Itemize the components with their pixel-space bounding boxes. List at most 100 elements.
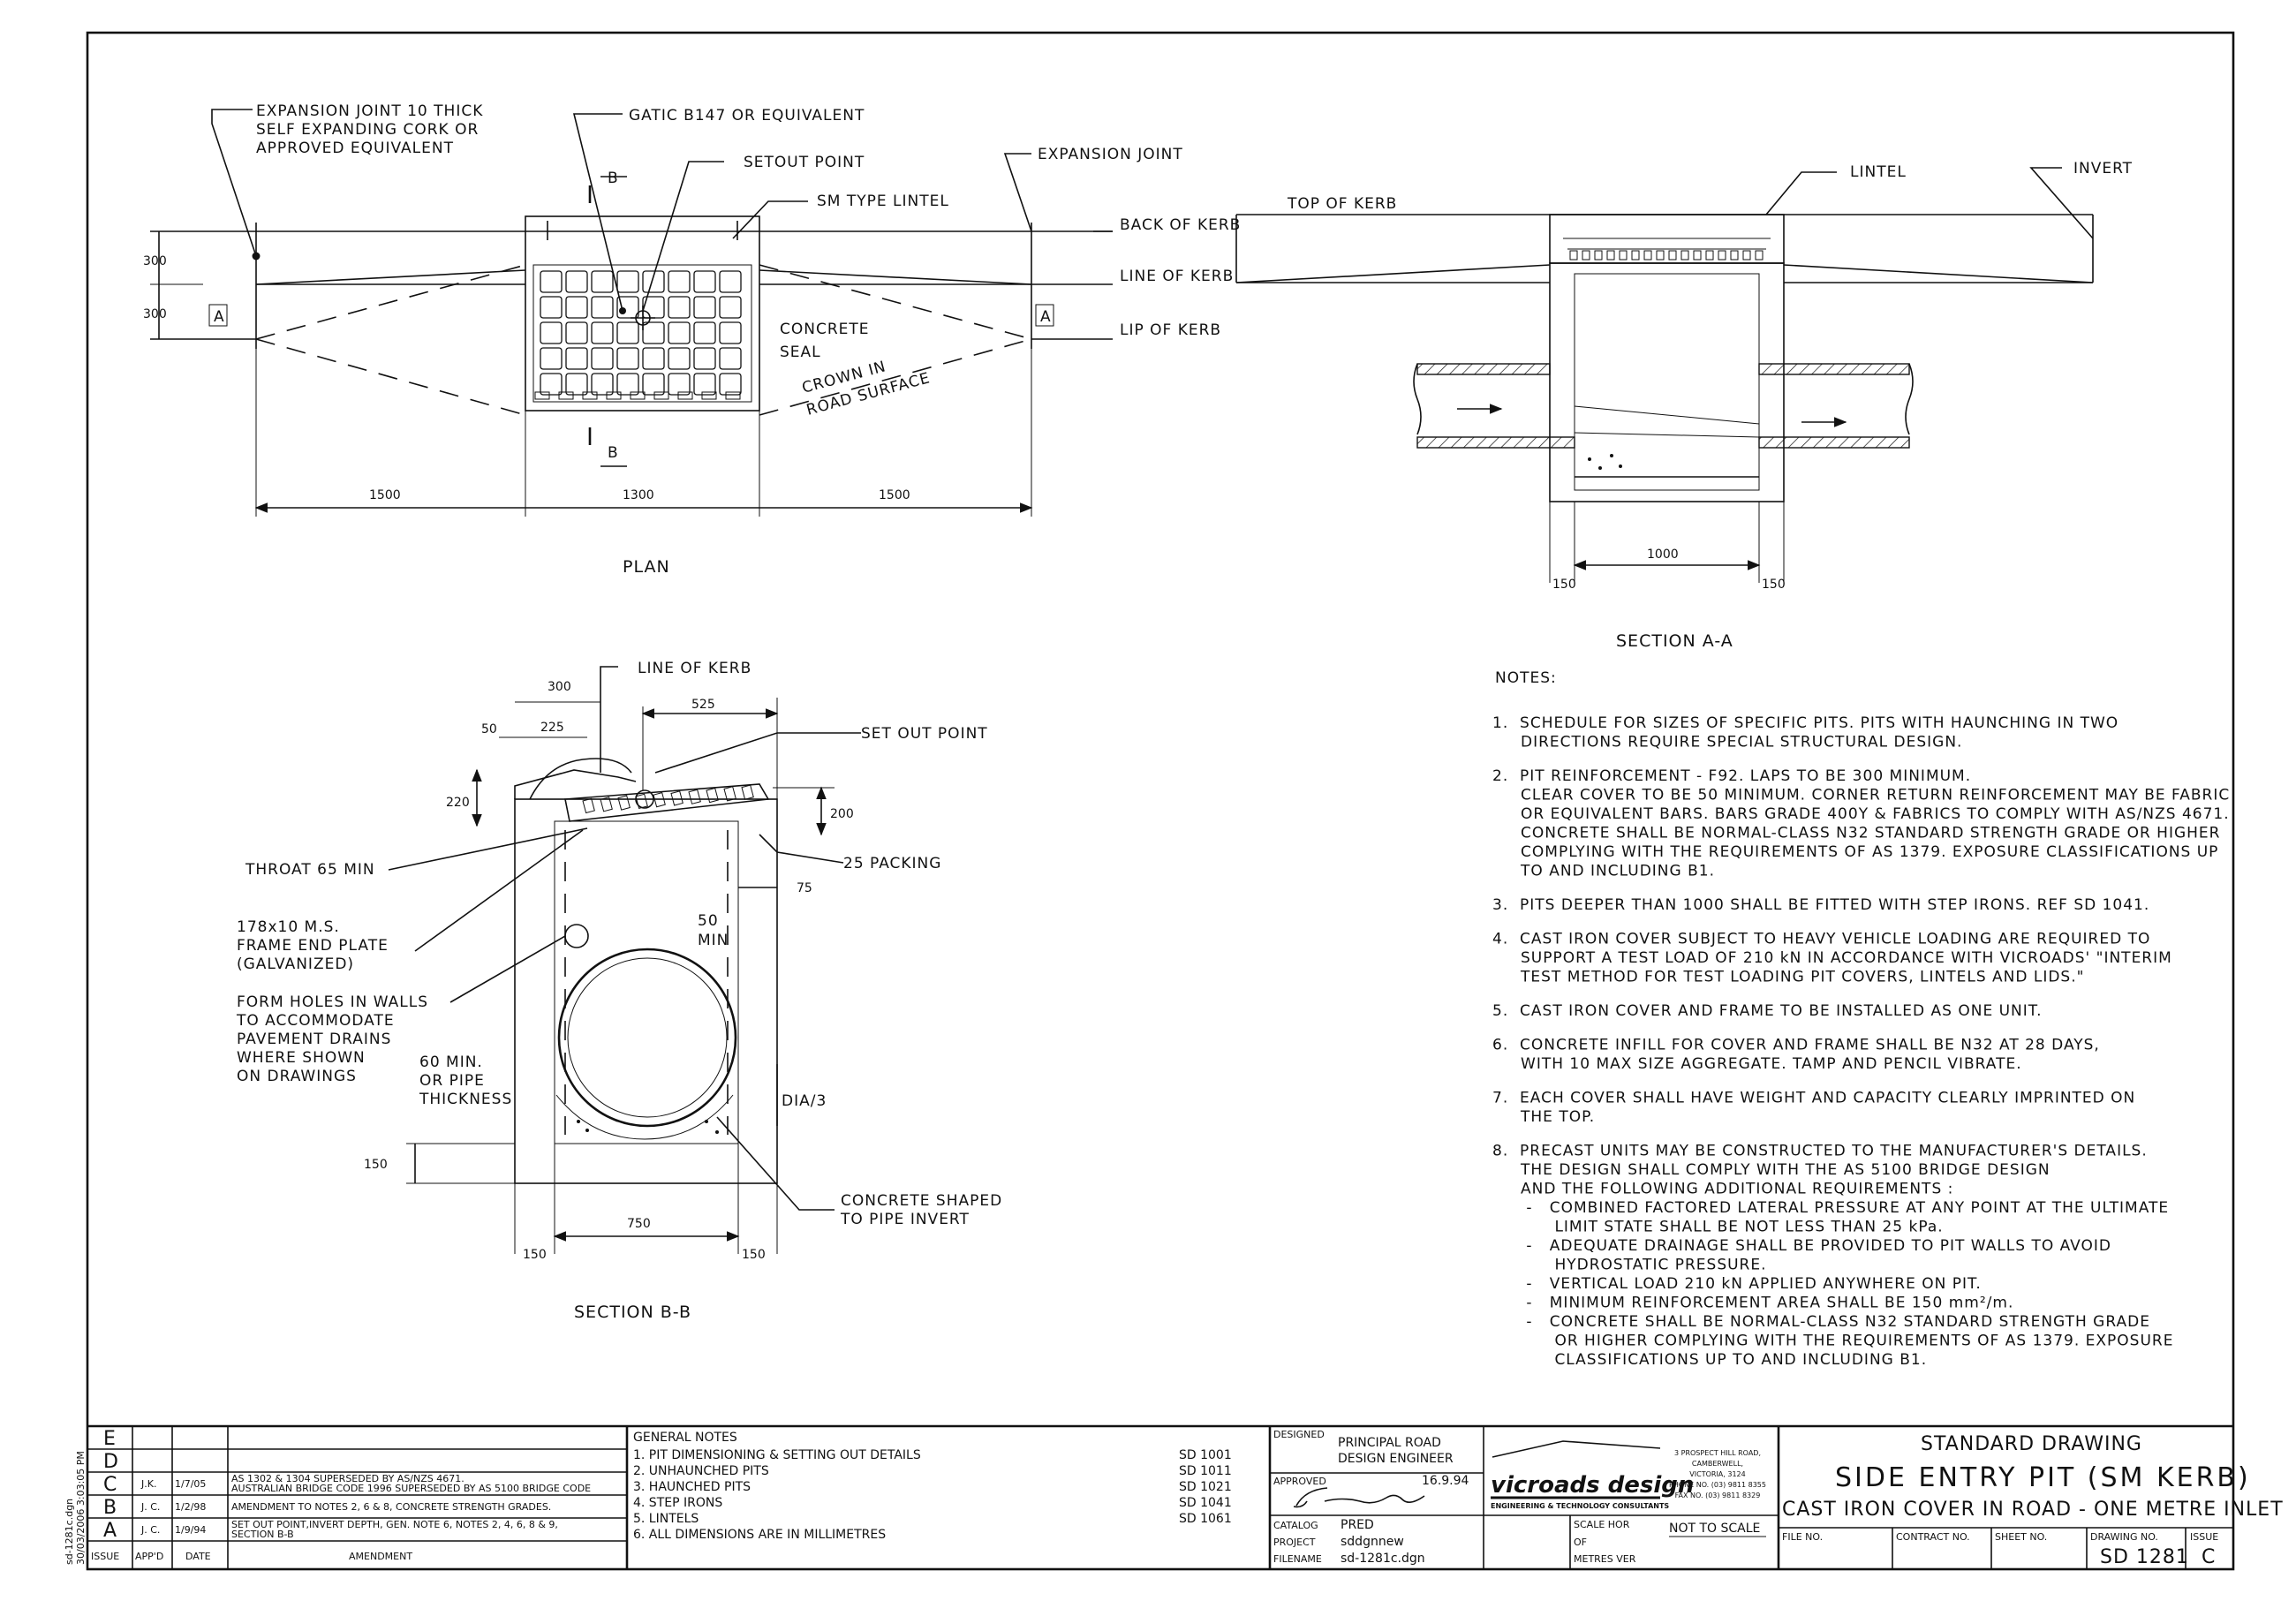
bb-form-holes-label-4: WHERE SHOWN xyxy=(237,1049,366,1067)
note-line: LIMIT STATE SHALL BE NOT LESS THAN 25 kP… xyxy=(1492,1219,1944,1236)
note-line: 6. CONCRETE INFILL FOR COVER AND FRAME S… xyxy=(1492,1037,2100,1054)
general-note-item: 6. ALL DIMENSIONS ARE IN MILLIMETRES xyxy=(633,1528,886,1542)
plan-gatic-label: GATIC B147 OR EQUIVALENT xyxy=(629,107,865,125)
side-stamp-1: sd-1281c.dgn xyxy=(64,1499,75,1565)
address-line: CAMBERWELL, xyxy=(1692,1460,1743,1468)
note-line: DIRECTIONS REQUIRE SPECIAL STRUCTURAL DE… xyxy=(1492,734,1962,751)
address-line: PHONE NO. (03) 9811 8355 xyxy=(1669,1481,1766,1489)
bb-frame-end-label-3: (GALVANIZED) xyxy=(237,955,354,973)
amend-text: AMENDMENT TO NOTES 2, 6 & 8, CONCRETE ST… xyxy=(231,1501,551,1513)
sheet-no-label: SHEET NO. xyxy=(1995,1531,2047,1543)
plan-title: PLAN xyxy=(623,557,670,577)
plan-view: EXPANSION JOINT 10 THICK SELF EXPANDING … xyxy=(143,102,1240,577)
note-line: 4. CAST IRON COVER SUBJECT TO HEAVY VEHI… xyxy=(1492,931,2150,948)
bb-50min-label-1: 50 xyxy=(698,912,719,930)
note-line: CONCRETE SHALL BE NORMAL-CLASS N32 STAND… xyxy=(1492,825,2221,842)
note-line: TO AND INCLUDING B1. xyxy=(1492,863,1715,880)
plan-section-b-top: B xyxy=(608,170,619,187)
notes-heading: NOTES: xyxy=(1495,669,1557,687)
vicroads-logo: vicroads design ENGINEERING & TECHNOLOGY… xyxy=(1491,1440,1694,1510)
address-line: VICTORIA, 3124 xyxy=(1689,1470,1745,1478)
drawing-no-value: SD 1281 xyxy=(2100,1546,2189,1568)
amend-text: SET OUT POINT,INVERT DEPTH, GEN. NOTE 6,… xyxy=(231,1519,558,1530)
bb-dim-150: 150 xyxy=(364,1158,388,1172)
project-value: sddgnnew xyxy=(1341,1535,1404,1549)
plan-dim-300b: 300 xyxy=(143,307,167,321)
note-line: SUPPORT A TEST LOAD OF 210 kN IN ACCORDA… xyxy=(1492,949,2172,967)
plan-concrete-seal-label-1: CONCRETE xyxy=(780,321,870,338)
bb-dim-525: 525 xyxy=(691,698,715,712)
bb-60min-label-2: OR PIPE xyxy=(419,1072,485,1090)
plan-expansion-right-label: EXPANSION JOINT xyxy=(1038,146,1183,163)
amend-date: 1/2/98 xyxy=(175,1501,206,1513)
section-aa-title: SECTION A-A xyxy=(1616,631,1733,651)
catalog-value: PRED xyxy=(1341,1518,1374,1532)
designed-label: DESIGNED xyxy=(1273,1429,1325,1440)
filename-value: sd-1281c.dgn xyxy=(1341,1552,1425,1566)
address-line: 3 PROSPECT HILL ROAD, xyxy=(1674,1449,1761,1457)
general-note-ref: SD 1011 xyxy=(1179,1464,1232,1478)
bb-form-holes-label-5: ON DRAWINGS xyxy=(237,1068,357,1085)
issue-label: ISSUE xyxy=(2190,1531,2218,1543)
amend-issue: A xyxy=(103,1520,117,1542)
general-notes-heading: GENERAL NOTES xyxy=(633,1431,737,1445)
plan-dim-1300: 1300 xyxy=(623,488,654,502)
aa-lintel-label: LINTEL xyxy=(1850,163,1907,181)
bb-dim-300: 300 xyxy=(548,680,571,694)
note-line: - COMBINED FACTORED LATERAL PRESSURE AT … xyxy=(1492,1199,2169,1217)
bb-dim-75: 75 xyxy=(797,881,812,895)
plan-dim-1500a: 1500 xyxy=(369,488,401,502)
section-bb-title: SECTION B-B xyxy=(574,1303,691,1322)
amend-text: AS 1302 & 1304 SUPERSEDED BY AS/NZS 4671… xyxy=(231,1473,464,1484)
note-line: 1. SCHEDULE FOR SIZES OF SPECIFIC PITS. … xyxy=(1492,714,2119,732)
grate-teeth xyxy=(1569,250,1764,261)
aa-invert-label: INVERT xyxy=(2073,160,2133,177)
bb-dim-150a: 150 xyxy=(523,1248,547,1262)
project-label: PROJECT xyxy=(1273,1537,1316,1548)
standard-drawing-label: STANDARD DRAWING xyxy=(1921,1433,2142,1455)
bb-dim-200: 200 xyxy=(830,807,854,821)
note-line: - VERTICAL LOAD 210 kN APPLIED ANYWHERE … xyxy=(1492,1275,1982,1293)
note-line: THE DESIGN SHALL COMPLY WITH THE AS 5100… xyxy=(1492,1161,2051,1179)
plan-expansion-label-1: EXPANSION JOINT 10 THICK xyxy=(256,102,483,120)
logo-subtitle: ENGINEERING & TECHNOLOGY CONSULTANTS xyxy=(1491,1502,1669,1510)
scale-value: NOT TO SCALE xyxy=(1669,1522,1760,1536)
general-note-ref: SD 1021 xyxy=(1179,1480,1232,1494)
bb-form-holes-label-1: FORM HOLES IN WALLS xyxy=(237,993,428,1011)
bb-60min-label-1: 60 MIN. xyxy=(419,1053,483,1071)
bb-form-holes-label-3: PAVEMENT DRAINS xyxy=(237,1031,391,1048)
plan-dim-1500b: 1500 xyxy=(879,488,910,502)
amend-text: AUSTRALIAN BRIDGE CODE 1996 SUPERSEDED B… xyxy=(231,1483,591,1494)
note-line: OR HIGHER COMPLYING WITH THE REQUIREMENT… xyxy=(1492,1333,2173,1350)
plan-section-a-right: A xyxy=(1040,308,1052,326)
address-block: 3 PROSPECT HILL ROAD, CAMBERWELL, VICTORIA… xyxy=(1669,1449,1766,1499)
general-note-item: 3. HAUNCHED PITS xyxy=(633,1480,751,1494)
amend-issue: C xyxy=(103,1474,117,1496)
issue-value: C xyxy=(2202,1546,2216,1568)
bb-dim-150b: 150 xyxy=(742,1248,766,1262)
scale-label-2: OF xyxy=(1574,1537,1587,1548)
bb-line-of-kerb-label: LINE OF KERB xyxy=(638,660,751,677)
bb-concrete-shaped-label-2: TO PIPE INVERT xyxy=(840,1211,970,1228)
plan-expansion-label-3: APPROVED EQUIVALENT xyxy=(256,140,454,157)
note-line: 5. CAST IRON COVER AND FRAME TO BE INSTA… xyxy=(1492,1002,2043,1020)
plan-concrete-seal-label-2: SEAL xyxy=(780,344,821,361)
bb-dim-750: 750 xyxy=(627,1217,651,1231)
plan-expansion-label-2: SELF EXPANDING CORK OR xyxy=(256,121,479,139)
contract-no-label: CONTRACT NO. xyxy=(1896,1531,1970,1543)
bb-dia3-label: DIA/3 xyxy=(782,1092,827,1110)
plan-section-a-left: A xyxy=(214,308,225,326)
bb-60min-label-3: THICKNESS xyxy=(419,1091,512,1108)
amend-header-appd: APP'D xyxy=(135,1551,163,1562)
drawing-title-main: SIDE ENTRY PIT (SM KERB) xyxy=(1835,1462,2251,1493)
notes-block: NOTES: 1. SCHEDULE FOR SIZES OF SPECIFIC… xyxy=(1492,669,2229,1369)
plan-lintel-label: SM TYPE LINTEL xyxy=(817,193,949,210)
note-line: THE TOP. xyxy=(1492,1108,1595,1126)
amend-header-date: DATE xyxy=(185,1551,211,1562)
general-note-item: 5. LINTELS xyxy=(633,1512,699,1526)
plan-line-of-kerb-label: LINE OF KERB xyxy=(1120,268,1234,285)
bb-dim-225: 225 xyxy=(540,721,564,735)
note-line: 3. PITS DEEPER THAN 1000 SHALL BE FITTED… xyxy=(1492,896,2149,914)
side-stamp-2: 30/03/2006 3:03:05 PM xyxy=(75,1451,87,1565)
